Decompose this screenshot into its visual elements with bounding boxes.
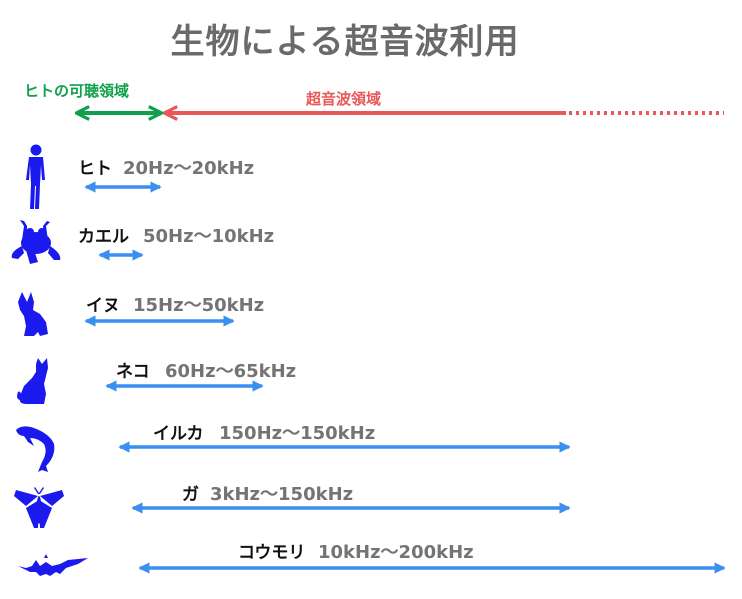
animal-range-frog: 50Hz～10kHz bbox=[143, 226, 275, 247]
dog-silhouette-icon bbox=[18, 292, 48, 336]
animal-range-cat: 60Hz～65kHz bbox=[165, 361, 297, 382]
animal-range-dog: 15Hz～50kHz bbox=[133, 295, 265, 316]
animal-range-human: 20Hz～20kHz bbox=[123, 158, 255, 179]
bat-silhouette-icon bbox=[18, 554, 88, 576]
animal-name-bat: コウモリ bbox=[238, 543, 306, 563]
ultrasonic-range-label: 超音波領域 bbox=[306, 90, 382, 108]
moth-silhouette-icon bbox=[14, 487, 64, 528]
animal-name-human: ヒト bbox=[78, 159, 112, 179]
animal-name-dog: イヌ bbox=[86, 296, 120, 316]
animal-range-moth: 3kHz～150kHz bbox=[210, 484, 354, 505]
animal-name-dolphin: イルカ bbox=[153, 424, 204, 444]
dolphin-silhouette-icon bbox=[16, 426, 55, 472]
animal-range-bat: 10kHz～200kHz bbox=[318, 542, 474, 563]
cat-silhouette-icon bbox=[17, 358, 48, 404]
human-audible-range-label: ヒトの可聴領域 bbox=[24, 82, 130, 100]
human-silhouette-icon bbox=[26, 144, 45, 209]
animal-name-frog: カエル bbox=[78, 227, 129, 247]
frog-silhouette-icon bbox=[11, 220, 61, 264]
diagram-title: 生物による超音波利用 bbox=[170, 22, 520, 62]
animal-name-cat: ネコ bbox=[116, 362, 150, 382]
animal-range-dolphin: 150Hz～150kHz bbox=[219, 423, 376, 444]
animal-name-moth: ガ bbox=[182, 485, 199, 505]
